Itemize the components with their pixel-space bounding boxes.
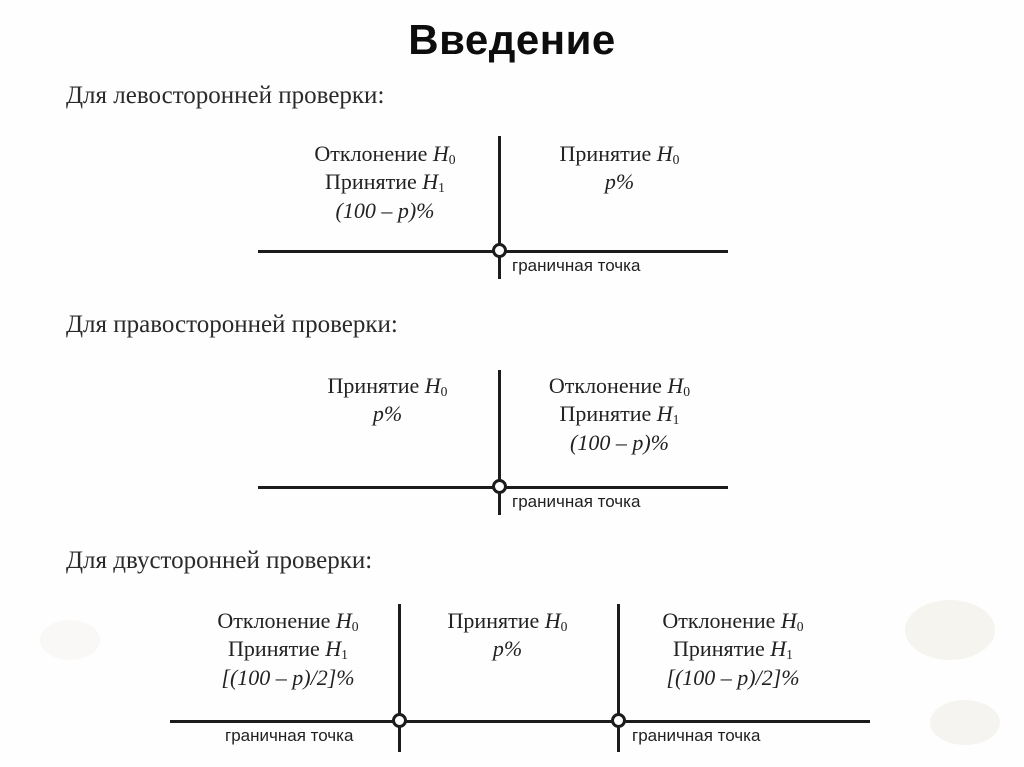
- region-line-3: (100 – p)%: [335, 197, 435, 223]
- section-heading-left-tailed: Для левосторонней проверки:: [66, 82, 385, 109]
- region-line-2: Принятие H1: [559, 401, 680, 428]
- region-line-1: Принятие H0: [447, 608, 568, 634]
- region-left-acceptance: Принятие H0 p%: [285, 372, 490, 429]
- boundary-point-label-right: граничная точка: [632, 726, 761, 745]
- region-line-1: Принятие H0: [559, 141, 680, 167]
- region-right-rejection: Отклонение H0 Принятие H1 [(100 – p)/2]%: [628, 607, 838, 692]
- region-middle-acceptance: Принятие H0 p%: [405, 607, 610, 664]
- boundary-point-marker-right: [611, 713, 626, 728]
- diagram-right-tailed: Принятие H0 p% Отклонение H0 Принятие H1…: [258, 370, 728, 515]
- region-line-2: Принятие H1: [325, 169, 445, 196]
- region-right-rejection: Отклонение H0 Принятие H1 (100 – p)%: [512, 372, 727, 457]
- region-line-2: Принятие H1: [228, 636, 348, 663]
- region-line-1: Отклонение H0: [314, 141, 456, 167]
- region-divider: [498, 370, 501, 515]
- region-left-rejection: Отклонение H0 Принятие H1 [(100 – p)/2]%: [183, 607, 393, 692]
- region-line-3: (100 – p)%: [570, 429, 669, 455]
- region-divider: [498, 136, 501, 279]
- region-right-acceptance: Принятие H0 p%: [512, 140, 727, 197]
- boundary-point-marker-left: [392, 713, 407, 728]
- axis-line: [170, 720, 870, 723]
- region-line-2: p%: [372, 401, 403, 427]
- page-title: Введение: [408, 16, 616, 63]
- region-line-1: Отклонение H0: [662, 608, 804, 634]
- region-divider-right: [617, 604, 620, 752]
- diagram-left-tailed: Отклонение H0 Принятие H1 (100 – p)% При…: [0, 0, 1024, 300]
- boundary-point-marker: [492, 479, 507, 494]
- section-heading-right-tailed: Для правосторонней проверки:: [66, 311, 398, 338]
- boundary-point-label: граничная точка: [512, 492, 641, 511]
- boundary-point-label: граничная точка: [512, 256, 641, 275]
- region-line-1: Принятие H0: [327, 373, 448, 399]
- region-divider-left: [398, 604, 401, 752]
- region-line-3: [(100 – p)/2]%: [221, 664, 355, 690]
- region-line-2: Принятие H1: [673, 636, 793, 663]
- region-line-1: Отклонение H0: [217, 608, 359, 634]
- region-line-2: p%: [604, 169, 635, 195]
- region-line-2: p%: [492, 636, 523, 662]
- boundary-point-label-left: граничная точка: [225, 726, 354, 745]
- region-left-rejection: Отклонение H0 Принятие H1 (100 – p)%: [280, 140, 490, 225]
- region-line-3: [(100 – p)/2]%: [666, 664, 800, 690]
- boundary-point-marker: [492, 243, 507, 258]
- region-line-1: Отклонение H0: [548, 373, 691, 399]
- section-heading-two-tailed: Для двусторонней проверки:: [66, 547, 373, 574]
